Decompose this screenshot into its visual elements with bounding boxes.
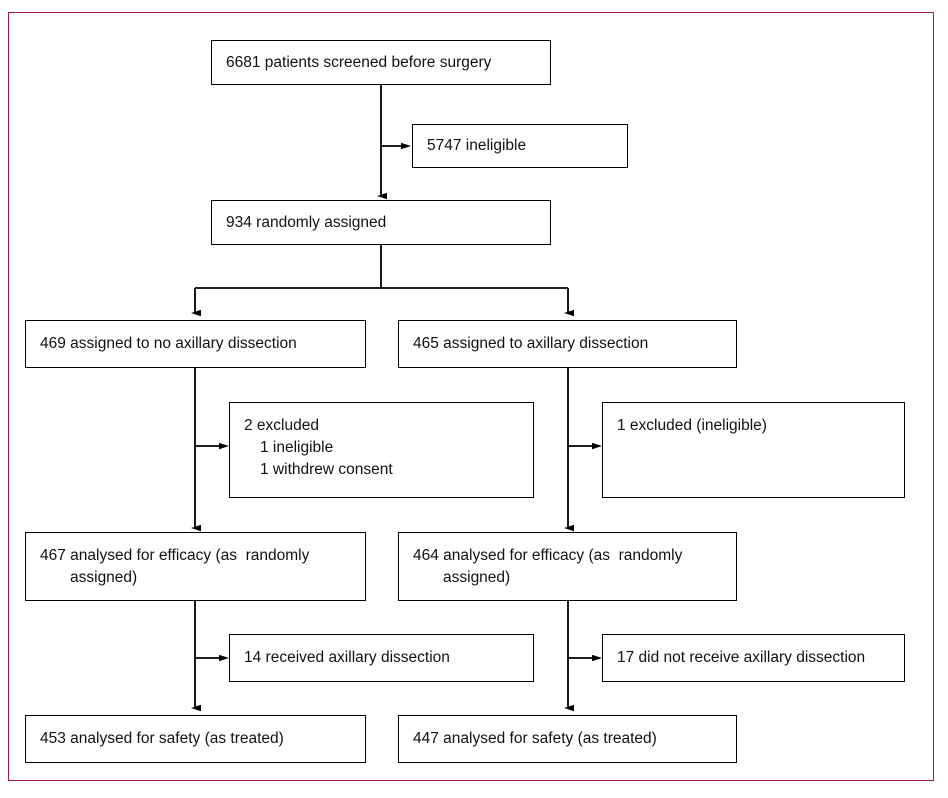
node-right-efficacy-line-2: assigned) xyxy=(443,568,511,586)
node-left-efficacy-line-2: assigned) xyxy=(70,568,138,586)
node-randomised-text: 934 randomly assigned xyxy=(226,213,387,231)
node-right-efficacy: 464 analysed for efficacy (as randomly a… xyxy=(398,532,737,601)
node-left-crossover: 14 received axillary dissection xyxy=(229,634,534,682)
figure-frame xyxy=(8,12,934,781)
node-right-crossover-text: 17 did not receive axillary dissection xyxy=(617,649,866,666)
node-left-efficacy: 467 analysed for efficacy (as randomly a… xyxy=(25,532,366,601)
node-right-assigned: 465 assigned to axillary dissection xyxy=(398,320,737,368)
node-left-crossover-text: 14 received axillary dissection xyxy=(244,649,450,666)
node-left-excluded-line-2: 1 ineligible xyxy=(260,439,334,456)
node-left-safety: 453 analysed for safety (as treated) xyxy=(25,715,366,763)
node-ineligible-text: 5747 ineligible xyxy=(427,137,527,154)
node-left-safety-text: 453 analysed for safety (as treated) xyxy=(40,730,284,747)
node-left-excluded-line-1: 2 excluded xyxy=(244,417,319,434)
node-screened: 6681 patients screened before surgery xyxy=(211,40,551,85)
node-randomised: 934 randomly assigned xyxy=(211,200,551,245)
node-right-safety: 447 analysed for safety (as treated) xyxy=(398,715,737,763)
node-left-excluded-line-3: 1 withdrew consent xyxy=(260,461,393,478)
node-right-efficacy-line-1: 464 analysed for efficacy (as randomly xyxy=(413,546,683,564)
node-left-assigned-text: 469 assigned to no axillary dissection xyxy=(40,335,297,352)
node-left-assigned: 469 assigned to no axillary dissection xyxy=(25,320,366,368)
node-right-assigned-text: 465 assigned to axillary dissection xyxy=(413,335,649,352)
node-right-excluded: 1 excluded (ineligible) xyxy=(602,402,905,498)
node-screened-text: 6681 patients screened before surgery xyxy=(226,53,492,71)
node-right-crossover: 17 did not receive axillary dissection xyxy=(602,634,905,682)
node-ineligible: 5747 ineligible xyxy=(412,124,628,168)
node-right-excluded-text: 1 excluded (ineligible) xyxy=(617,417,767,434)
node-left-excluded: 2 excluded 1 ineligible 1 withdrew conse… xyxy=(229,402,534,498)
node-left-efficacy-line-1: 467 analysed for efficacy (as randomly xyxy=(40,546,310,564)
node-right-safety-text: 447 analysed for safety (as treated) xyxy=(413,730,657,747)
